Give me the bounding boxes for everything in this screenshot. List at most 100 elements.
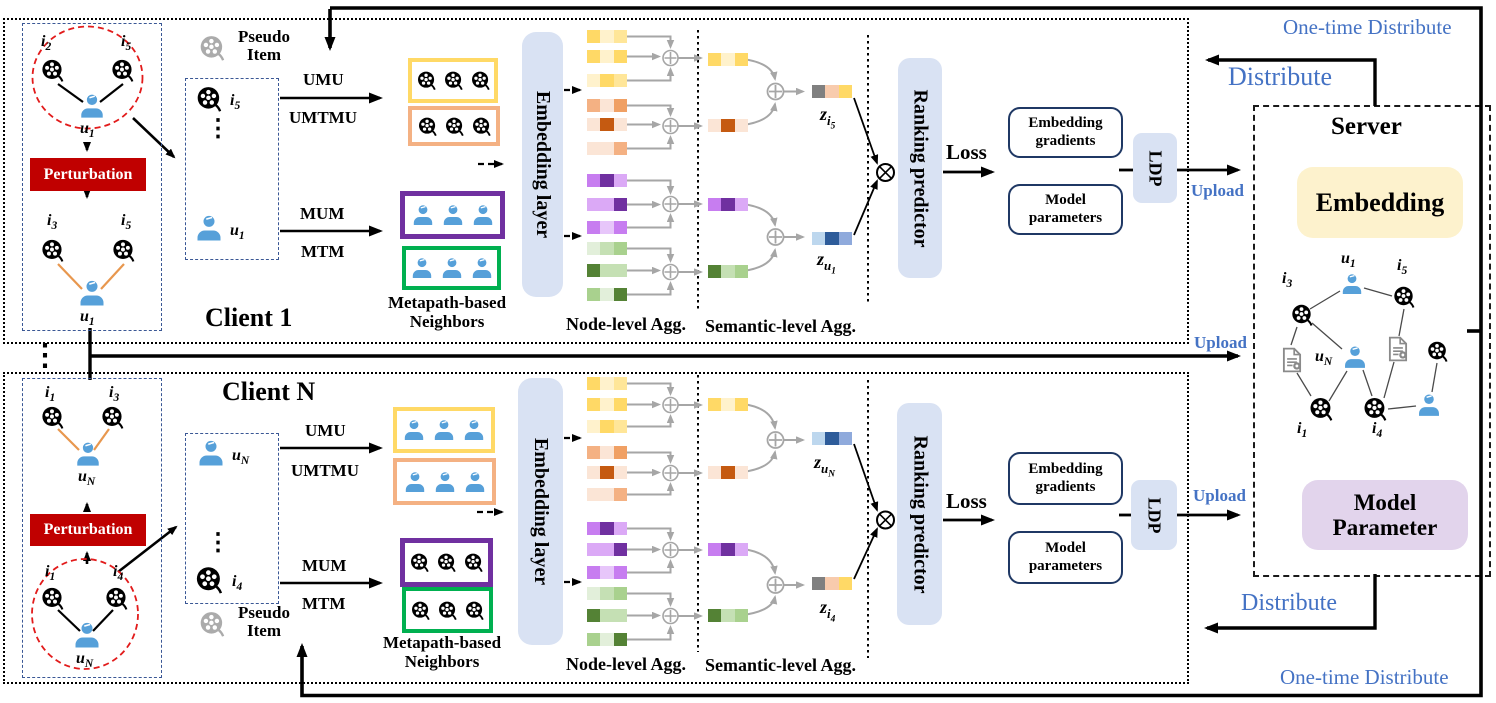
- user-icon: [196, 438, 226, 468]
- node-label: i5: [1397, 257, 1408, 278]
- node-agg-label: Node-level Agg.: [566, 314, 686, 334]
- embedding-strip: [587, 587, 627, 600]
- film-reel-icon: [1362, 396, 1388, 422]
- user-icon: [433, 470, 457, 494]
- film-reel-icon: [443, 70, 464, 91]
- node-label: u1: [230, 222, 245, 243]
- user-icon: [410, 256, 434, 280]
- user-icon: [1416, 392, 1442, 418]
- user-icon: [403, 470, 427, 494]
- embedding-strip: [587, 242, 627, 255]
- film-reel-icon: [40, 586, 65, 611]
- embedding-strip: [587, 488, 627, 501]
- node-label: uN: [1315, 348, 1333, 369]
- embedding-strip: [587, 174, 627, 187]
- film-reel-icon: [416, 70, 437, 91]
- z-user-label: zu1: [817, 249, 836, 277]
- neighbors-mum-box: [400, 191, 505, 239]
- film-reel-icon: [444, 116, 465, 137]
- node-label: i4: [232, 573, 243, 594]
- node-label: i3: [47, 212, 58, 233]
- film-reel-icon: [417, 116, 438, 137]
- node-label: u1: [80, 120, 95, 141]
- one-time-distribute-bottom-label: One-time Distribute: [1280, 665, 1449, 689]
- user-icon: [470, 256, 494, 280]
- semantic-agg-arrows: [742, 58, 805, 616]
- client1-title: Client 1: [205, 303, 293, 332]
- user-icon: [72, 620, 102, 650]
- ldp-box: LDP: [1133, 133, 1177, 203]
- server-embedding-box: Embedding: [1297, 167, 1463, 238]
- loss-label: Loss: [946, 489, 987, 513]
- server-graph-edges: [1290, 287, 1438, 410]
- one-time-distribute-loop: [296, 6, 1483, 698]
- node-label: i3: [109, 384, 120, 405]
- semantic-agg-label: Semantic-level Agg.: [705, 316, 856, 336]
- film-reel-icon: [1392, 285, 1416, 309]
- ldp-loss-arrows: [943, 164, 1241, 526]
- document-icon: [1385, 336, 1411, 362]
- perturbation-box: Perturbation: [30, 158, 146, 191]
- neighbors-umtmu-box: [393, 458, 496, 505]
- clients-ellipsis: ⋮: [30, 339, 60, 372]
- node-label: i1: [45, 384, 56, 405]
- semantic-strip: [708, 543, 748, 556]
- user-icon: [440, 256, 464, 280]
- distribute-top-label: Distribute: [1228, 62, 1332, 91]
- user-icon: [402, 418, 426, 442]
- ranking-predictor: Ranking predictor: [898, 58, 942, 278]
- node-label: u1: [1341, 250, 1356, 271]
- z-to-predictor-lines: [853, 97, 879, 580]
- embedding-strip: [587, 398, 627, 411]
- node-label: i5: [230, 92, 241, 113]
- node-label: i2: [41, 33, 52, 54]
- server-box: [1253, 105, 1491, 577]
- metapath-mum-label: MUM: [300, 204, 345, 223]
- film-reel-icon: [470, 70, 491, 91]
- node-label: i1: [45, 563, 56, 584]
- graph-edges-black: [57, 83, 124, 632]
- section-separators: [697, 30, 869, 658]
- film-reel-icon: [463, 552, 484, 573]
- user-icon: [194, 213, 224, 243]
- user-icon: [411, 203, 435, 227]
- metapath-umu-label: UMU: [305, 421, 346, 440]
- client1-local-graph-box: [22, 23, 162, 331]
- mid-upload-label: Upload: [1194, 333, 1247, 352]
- semantic-strip: [708, 398, 748, 411]
- clientN-title: Client N: [222, 377, 316, 406]
- film-reel-icon: [471, 116, 492, 137]
- semantic-strip: [708, 265, 748, 278]
- metapath-umtmu-label: UMTMU: [289, 108, 357, 127]
- metapath-arrows: [280, 92, 383, 589]
- film-reel-icon: [111, 238, 136, 263]
- embedding-strip: [587, 30, 627, 43]
- graph-edges-orange: [57, 263, 125, 451]
- neighbors-umtmu-box: [408, 106, 500, 146]
- z-item-label: zi5: [820, 104, 836, 132]
- embedding-strip: [587, 609, 627, 622]
- film-reel-icon: [437, 600, 458, 621]
- semantic-agg-label: Semantic-level Agg.: [705, 655, 856, 675]
- upload-label: Upload: [1193, 486, 1246, 505]
- vertical-ellipsis: ⋮: [206, 116, 230, 142]
- z-vector-strip: [812, 577, 852, 590]
- metapath-mtm-label: MTM: [302, 594, 346, 613]
- node-label: uN: [232, 447, 250, 468]
- embedding-strip: [587, 99, 627, 112]
- film-reel-icon: [104, 586, 129, 611]
- metapath-mum-label: MUM: [302, 556, 347, 575]
- distribute-bottom-label: Distribute: [1241, 590, 1337, 616]
- film-reel-icon: [40, 238, 65, 263]
- loss-label: Loss: [946, 140, 987, 164]
- node-label: i4: [1372, 420, 1383, 441]
- user-icon: [462, 418, 486, 442]
- embedding-strip: [587, 288, 627, 301]
- clientN-sampled-box: [185, 433, 279, 604]
- server-title: Server: [1331, 113, 1402, 140]
